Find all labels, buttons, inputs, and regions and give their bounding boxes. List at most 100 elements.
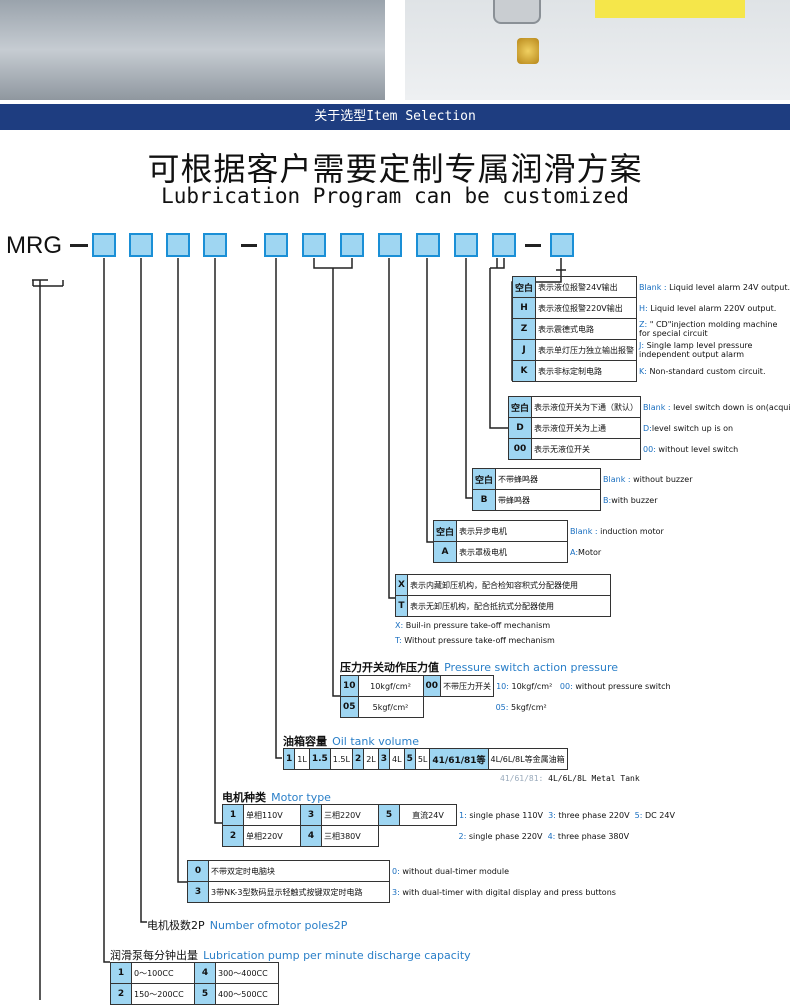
en-key: 3: — [392, 887, 400, 897]
title-cn: 压力开关动作压力值 — [340, 661, 439, 674]
code-cell: 10 — [340, 675, 359, 697]
value-cell: 0～100CC — [131, 962, 195, 984]
value-cell: 400～500CC — [215, 983, 279, 1005]
en-text: Non-standard custom circuit. — [646, 366, 766, 376]
en-text: without dual-timer module — [399, 866, 510, 876]
en-key: Blank : — [570, 526, 598, 536]
en-text: " CD"injection molding machine for speci… — [639, 320, 778, 338]
en-text: without pressure switch — [572, 681, 671, 691]
title-cn: 润滑泵每分钟出量 — [110, 949, 198, 962]
slot-pump-capacity — [92, 233, 116, 257]
en-key: 1: — [459, 810, 467, 820]
code-cell: 空白 — [511, 276, 537, 298]
slot-pressure-a — [302, 233, 326, 257]
code-cell: B — [471, 489, 497, 511]
en-key: Blank : — [639, 282, 667, 292]
en-key: 0: — [392, 866, 400, 876]
en-text: with buzzer — [611, 495, 658, 505]
poles-label: 电机极数2P Number ofmotor poles2P — [147, 914, 347, 933]
desc-cell: 表示液位开关为下通（默认） — [531, 396, 642, 418]
en-text: Without pressure take-off mechanism — [401, 636, 555, 645]
title-en: Lubrication pump per minute discharge ca… — [203, 949, 471, 962]
en-key: 5: — [634, 810, 643, 820]
en-desc: A:Motor — [568, 542, 667, 563]
product-photo-right — [405, 0, 790, 100]
code-cell: Z — [511, 318, 537, 340]
code-cell: 3 — [300, 804, 322, 826]
slot-poles — [129, 233, 153, 257]
desc-cell: 表示内藏卸压机构，配合检知容积式分配器使用 — [406, 574, 611, 596]
value-cell: 10kgf/cm² — [357, 675, 424, 697]
en-desc: D:level switch up is on — [641, 418, 790, 439]
code-cell: 空白 — [432, 520, 458, 542]
en-desc: 10: 10kgf/cm² 00: without pressure switc… — [494, 676, 674, 697]
code-cell: 1 — [222, 804, 244, 826]
motor-type-table: 1 单相110V 3 三相220V 5 直流24V 1: single phas… — [222, 804, 678, 847]
en-desc: 05: 5kgf/cm² — [494, 697, 674, 718]
en-text: Buil-in pressure take-off mechanism — [403, 621, 551, 630]
en-key: B: — [603, 495, 612, 505]
code-cell: 3 — [187, 881, 209, 903]
motor-type-title: 电机种类 Motor type — [222, 786, 331, 805]
code-cell: X — [395, 574, 408, 596]
product-photo-left — [0, 0, 385, 100]
en-key: Z: — [639, 320, 648, 329]
en-key: H: — [639, 303, 648, 313]
en-text: Liquid level alarm 24V output. — [666, 282, 790, 292]
desc-cell: 表示无液位开关 — [531, 438, 642, 460]
title-cn: 电机种类 — [222, 791, 266, 804]
en-key: X: — [395, 621, 404, 630]
code-cell: 4 — [300, 825, 322, 847]
value-cell: 5L — [414, 748, 431, 770]
title-en: Number ofmotor poles2P — [209, 919, 348, 932]
desc-cell: 不带双定时电脑块 — [208, 860, 390, 882]
en-desc: B:with buzzer — [601, 490, 695, 511]
page-subtitle: Lubrication Program can be customized — [161, 184, 629, 208]
code-cell: 00 — [507, 438, 533, 460]
en-text: single phase 110V — [466, 810, 543, 820]
value-cell: 单相110V — [243, 804, 301, 826]
en-text: 10kgf/cm² — [508, 681, 553, 691]
en-text: Liquid level alarm 220V output. — [647, 303, 777, 313]
oil-tank-table: 1 1L 1.5 1.5L 2 2L 3 4L 5 5L 41/61/81等 4… — [282, 748, 568, 770]
en-key: 05: — [495, 702, 509, 712]
en-key: 10: — [496, 681, 509, 691]
code-cell: D — [507, 417, 533, 439]
code-cell: 1 — [282, 748, 296, 770]
code-cell: 41/61/81等 — [429, 748, 489, 770]
en-desc: 00: without level switch — [641, 439, 790, 460]
code-cell: 1.5 — [308, 748, 331, 770]
level-switch-table: 空白表示液位开关为下通（默认）Blank : level switch down… — [507, 396, 790, 460]
en-key: J: — [639, 341, 645, 350]
code-dash — [241, 244, 257, 247]
value-cell: 150～200CC — [131, 983, 195, 1005]
en-desc: 2: single phase 220V 4: three phase 380V — [457, 826, 678, 847]
note-key: 41/61/81: — [500, 774, 544, 783]
en-key: A: — [570, 547, 579, 557]
en-desc: Blank : level switch down is on(acquiesc… — [641, 397, 790, 418]
en-text: 5kgf/cm² — [508, 702, 547, 712]
slot-motor-kind — [416, 233, 440, 257]
en-text: without level switch — [655, 444, 739, 454]
oil-tank-note: 41/61/81: 4L/6L/8L Metal Tank — [500, 774, 640, 783]
relief-en-t: T: Without pressure take-off mechanism — [395, 636, 555, 645]
item-selection-banner: 关于选型Item Selection — [0, 104, 790, 130]
code-cell: T — [395, 595, 408, 617]
en-desc: Z: " CD"injection molding machine for sp… — [637, 319, 790, 340]
slot-oil-tank — [264, 233, 288, 257]
desc-cell: 不带蜂鸣器 — [495, 468, 602, 490]
slot-timer — [166, 233, 190, 257]
en-text: three phase 380V — [555, 831, 630, 841]
slot-relief — [378, 233, 402, 257]
en-text: level switch up is on — [651, 423, 734, 433]
page-title: 可根据客户需要定制专属润滑方案 — [147, 150, 643, 188]
en-key: K: — [639, 366, 647, 376]
pump-table: 1 0～100CC 4 300～400CC 2 150～200CC 5 400～… — [110, 962, 279, 1005]
desc-cell: 3带NK-3型数码显示轻触式按键双定时电路 — [208, 881, 390, 903]
switch-knob — [493, 0, 541, 24]
value-cell: 300～400CC — [215, 962, 279, 984]
